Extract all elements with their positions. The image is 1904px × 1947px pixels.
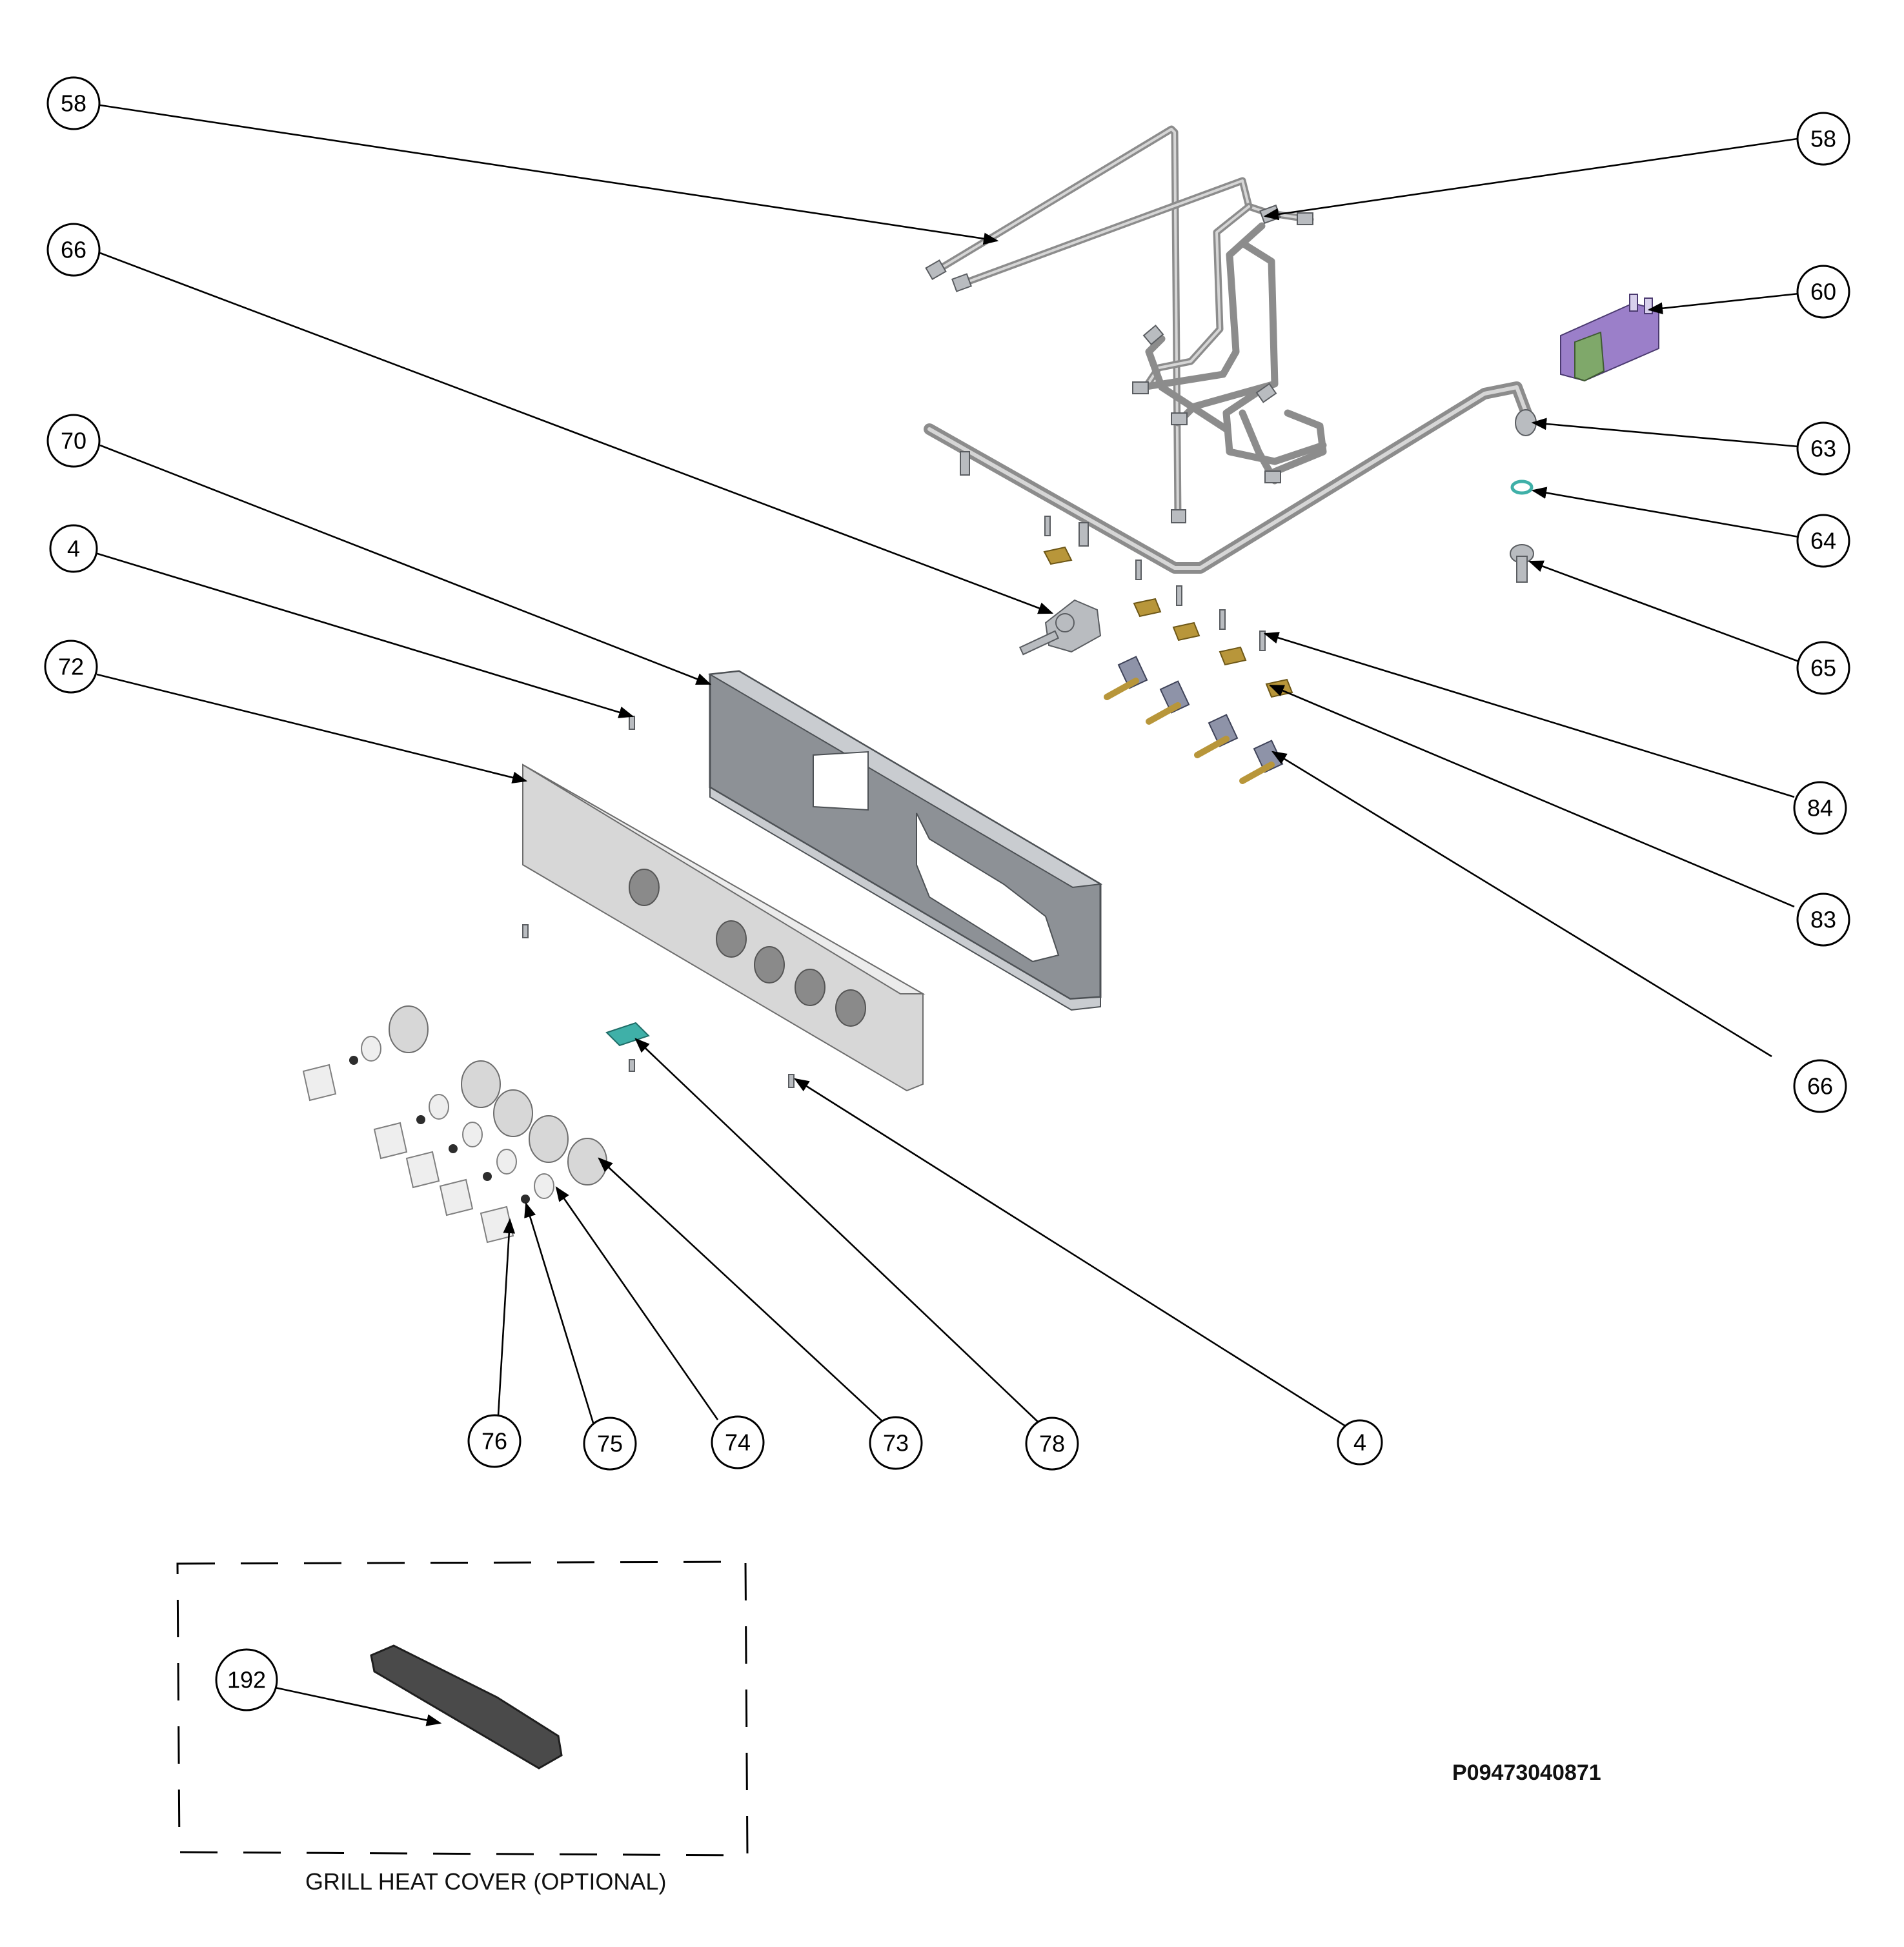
mounting-screws [1044,516,1266,651]
leader-84 [1263,632,1795,798]
callout-66-lower: 66 [1793,1059,1847,1113]
leader-66-lower [1271,751,1772,1058]
svg-text:4: 4 [1353,1429,1366,1456]
screw-clip [629,1059,635,1072]
svg-text:66: 66 [1807,1073,1833,1100]
main-gas-valve [1018,599,1102,656]
callout-58-right: 58 [1796,112,1850,166]
leader-4-upper [95,552,634,718]
callout-72: 72 [44,640,98,694]
callout-66-upper: 66 [46,223,101,277]
leader-4-lower [794,1078,1346,1427]
gas-tubing-assembly [925,125,1327,523]
knob-assembly [302,1005,607,1244]
screw-panel [522,924,529,938]
svg-text:76: 76 [481,1428,507,1455]
ignition-module [1560,294,1659,382]
screw-upper [629,716,635,730]
optional-caption: GRILL HEAT COVER (OPTIONAL) [305,1868,666,1895]
leader-72 [96,673,528,784]
svg-text:65: 65 [1810,655,1836,681]
leader-83 [1268,684,1795,908]
svg-text:60: 60 [1810,279,1836,305]
callout-76: 76 [467,1414,522,1468]
leader-192 [274,1686,442,1726]
leader-73 [598,1157,885,1424]
callout-83: 83 [1796,893,1850,947]
svg-text:73: 73 [883,1430,909,1457]
svg-text:192: 192 [227,1667,266,1693]
svg-text:83: 83 [1810,907,1836,933]
leader-75 [524,1202,595,1426]
leader-70 [99,444,712,685]
manifold-pipe [924,381,1537,574]
callout-60: 60 [1796,265,1850,319]
brass-brackets [1043,546,1293,698]
svg-text:58: 58 [61,90,86,117]
burner-valves [1104,656,1284,784]
svg-text:78: 78 [1039,1431,1065,1457]
callout-64: 64 [1796,514,1850,568]
callout-192: 192 [215,1648,278,1711]
callout-78: 78 [1025,1417,1079,1471]
leader-64 [1531,487,1799,538]
callout-73: 73 [869,1416,923,1470]
callout-70: 70 [46,414,101,468]
elbow-fitting [1510,544,1534,583]
callout-4-lower: 4 [1337,1419,1383,1466]
leader-78 [634,1038,1040,1424]
callout-63: 63 [1796,421,1850,476]
svg-text:4: 4 [67,536,80,562]
manifold-bracket-panel [707,670,1103,1011]
svg-text:58: 58 [1810,126,1836,152]
screw-lower [788,1074,795,1088]
leader-lines [95,104,1799,1726]
grill-heat-cover [370,1644,563,1770]
leader-66-upper [99,252,1054,614]
svg-text:84: 84 [1807,795,1833,822]
optional-parts-box [176,1560,749,1857]
svg-text:63: 63 [1810,436,1836,462]
leader-60 [1647,292,1799,315]
leader-74 [555,1186,719,1420]
callout-74: 74 [711,1415,765,1469]
leader-63 [1531,418,1799,448]
svg-text:74: 74 [725,1429,751,1456]
callout-58-left: 58 [46,76,101,130]
seal-ring [1510,479,1534,495]
svg-text:66: 66 [61,237,86,263]
panel-clip [605,1022,650,1047]
svg-text:75: 75 [597,1431,623,1457]
svg-text:70: 70 [61,428,86,454]
callout-75: 75 [583,1417,637,1471]
leader-76 [496,1218,516,1427]
svg-text:72: 72 [58,654,84,680]
leader-58-right [1263,137,1798,221]
callout-65: 65 [1796,641,1850,695]
leader-58-left [99,104,999,245]
callout-4-upper: 4 [49,524,98,573]
control-panel [522,763,926,1092]
callout-84: 84 [1793,781,1847,835]
svg-text:64: 64 [1810,528,1836,554]
leader-65 [1528,560,1799,663]
diagram-part-number: P09473040871 [1452,1760,1601,1785]
